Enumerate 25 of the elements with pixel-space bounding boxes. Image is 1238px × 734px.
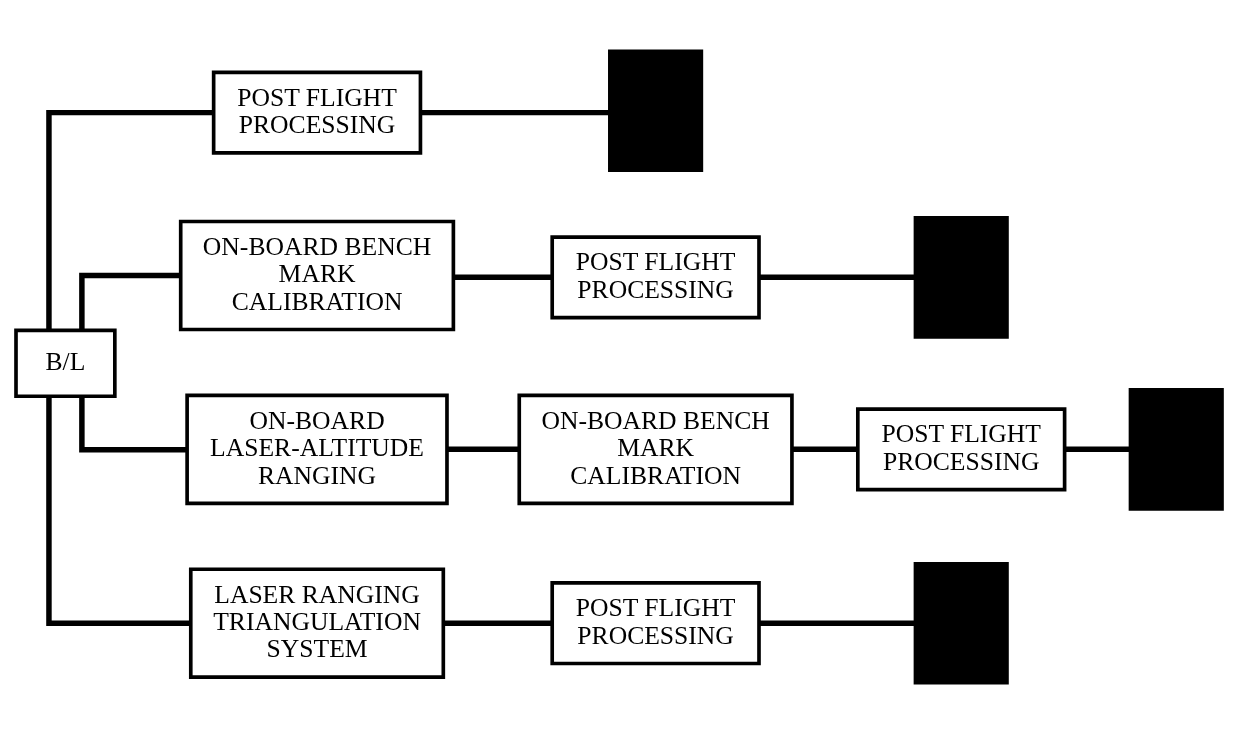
connector [443, 620, 552, 626]
node-box: POST FLIGHT PROCESSING [550, 235, 761, 320]
connector [759, 274, 916, 281]
connector [79, 396, 188, 453]
node-box: ON-BOARD BENCH MARK CALIBRATION [517, 393, 794, 506]
connector [453, 274, 552, 281]
connector [420, 109, 610, 116]
connector [79, 272, 181, 331]
node-box: B/L [14, 328, 117, 399]
node-box [913, 216, 1009, 339]
connector [759, 620, 916, 626]
connector [46, 109, 214, 331]
node-box: POST FLIGHT PROCESSING [550, 581, 761, 666]
node-box: POST FLIGHT PROCESSING [211, 70, 423, 155]
node-box: POST FLIGHT PROCESSING [856, 407, 1067, 492]
node-box: LASER RANGING TRIANGULATION SYSTEM [188, 567, 446, 680]
connector [1064, 446, 1131, 453]
node-box: ON-BOARD BENCH MARK CALIBRATION [178, 219, 456, 332]
connector [46, 396, 191, 626]
node-box [1128, 388, 1224, 511]
connector [792, 446, 858, 453]
node-box [608, 49, 704, 173]
node-box [913, 561, 1009, 685]
connector [447, 446, 520, 453]
node-box: ON-BOARD LASER-ALTITUDE RANGING [185, 393, 449, 506]
